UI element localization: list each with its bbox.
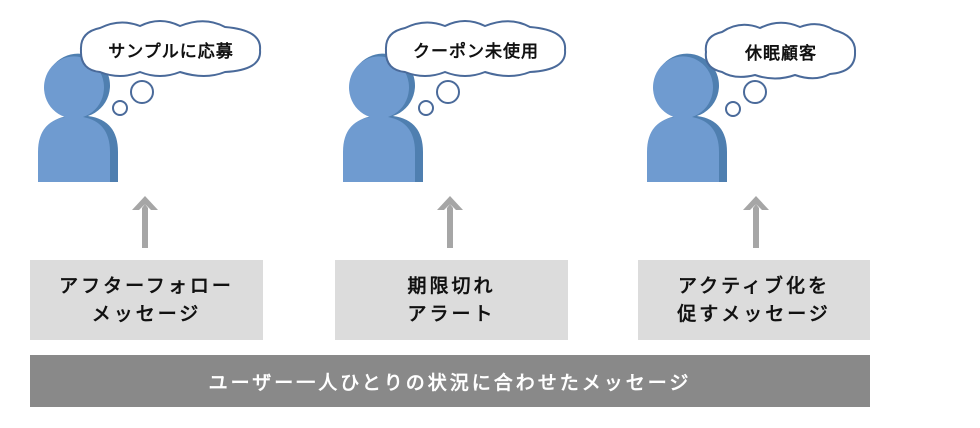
thought-bubble-small-2 — [418, 100, 434, 116]
message-line-2: アラート — [407, 303, 496, 325]
message-line-1: 期限切れ — [407, 275, 496, 297]
thought-text-1: サンプルに応募 — [108, 41, 234, 62]
footer-banner: ユーザー一人ひとりの状況に合わせたメッセージ — [30, 355, 870, 407]
thought-text-3: 休眠顧客 — [745, 43, 817, 64]
message-line-1: アフターフォロー — [59, 275, 234, 297]
message-line-2: メッセージ — [91, 303, 202, 325]
message-box-1: アフターフォロー メッセージ — [30, 260, 263, 340]
up-arrow-icon-2 — [437, 196, 463, 248]
message-line-1: アクティブ化を — [678, 275, 830, 297]
message-box-2: 期限切れ アラート — [335, 260, 568, 340]
thought-cloud-2 — [384, 20, 567, 77]
up-arrow-icon-3 — [743, 196, 769, 248]
up-arrow-icon-1 — [132, 196, 158, 248]
thought-cloud-3 — [704, 21, 857, 80]
thought-cloud-1 — [79, 20, 262, 77]
thought-text-2: クーポン未使用 — [413, 41, 539, 62]
message-line-2: 促すメッセージ — [677, 303, 831, 325]
thought-bubble-medium-3 — [743, 80, 767, 104]
diagram-graphics — [38, 20, 857, 248]
thought-bubble-small-1 — [112, 100, 128, 116]
message-box-3: アクティブ化を 促すメッセージ — [638, 260, 870, 340]
thought-bubble-medium-1 — [130, 80, 154, 104]
thought-bubble-small-3 — [725, 101, 741, 117]
thought-bubble-medium-2 — [436, 80, 460, 104]
